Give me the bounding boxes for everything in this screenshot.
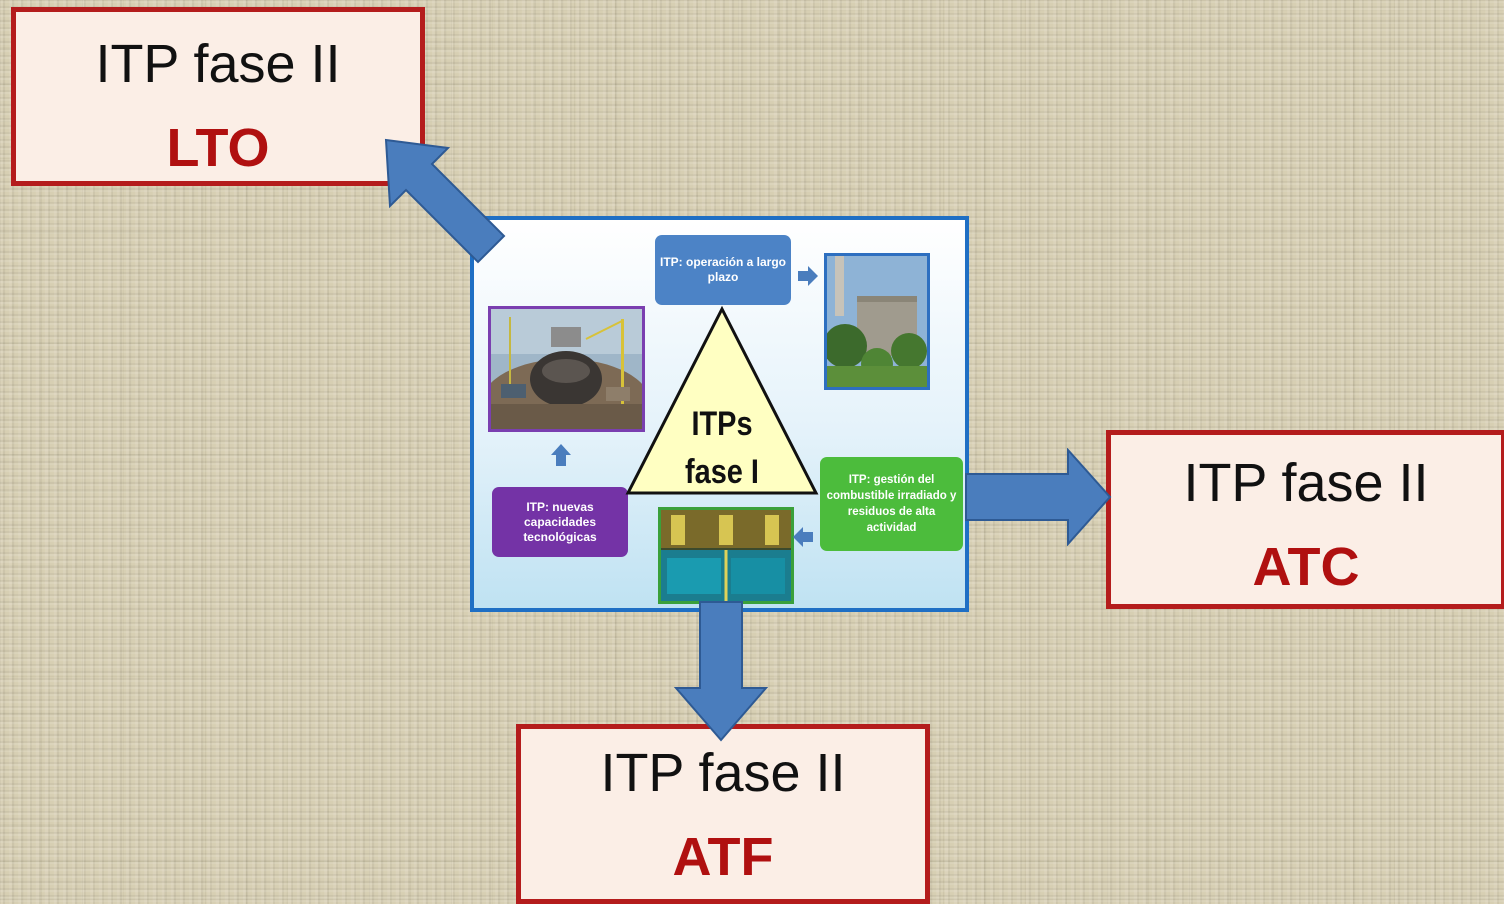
arrow-to-atf bbox=[673, 601, 769, 742]
phase2-label-atf: ITP fase II bbox=[600, 743, 846, 803]
phase1-title-line2: fase I bbox=[685, 453, 759, 491]
phase2-code-atc: ATC bbox=[1252, 537, 1360, 597]
fuel-pool-photo bbox=[658, 507, 794, 604]
phase2-label-atc: ITP fase II bbox=[1183, 453, 1429, 513]
phase1-title: ITPs fase I bbox=[668, 400, 775, 496]
phase1-panel: ITP: operación a largo plazo ITP: gestió… bbox=[470, 216, 969, 612]
phase1-title-line1: ITPs bbox=[691, 405, 753, 443]
arrow-to-atc bbox=[965, 448, 1112, 546]
small-arrow-up bbox=[551, 444, 571, 466]
phase2-box-atf: ITP fase II ATF bbox=[516, 724, 930, 904]
phase2-box-lto: ITP fase II LTO bbox=[11, 7, 425, 186]
phase1-triangle bbox=[625, 305, 819, 495]
construction-photo bbox=[488, 306, 645, 432]
plant-photo bbox=[824, 253, 930, 390]
node-lto: ITP: operación a largo plazo bbox=[655, 235, 791, 305]
small-arrow-left bbox=[793, 527, 813, 547]
phase2-code-lto: LTO bbox=[166, 118, 270, 178]
phase2-box-atc: ITP fase II ATC bbox=[1106, 430, 1504, 609]
phase2-code-atf: ATF bbox=[672, 827, 774, 887]
phase2-label-lto: ITP fase II bbox=[95, 34, 341, 94]
node-atf: ITP: nuevas capacidades tecnológicas bbox=[492, 487, 628, 557]
node-atc: ITP: gestión del combustible irradiado y… bbox=[820, 457, 963, 551]
arrow-to-lto bbox=[384, 138, 506, 264]
small-arrow-right bbox=[798, 266, 818, 286]
